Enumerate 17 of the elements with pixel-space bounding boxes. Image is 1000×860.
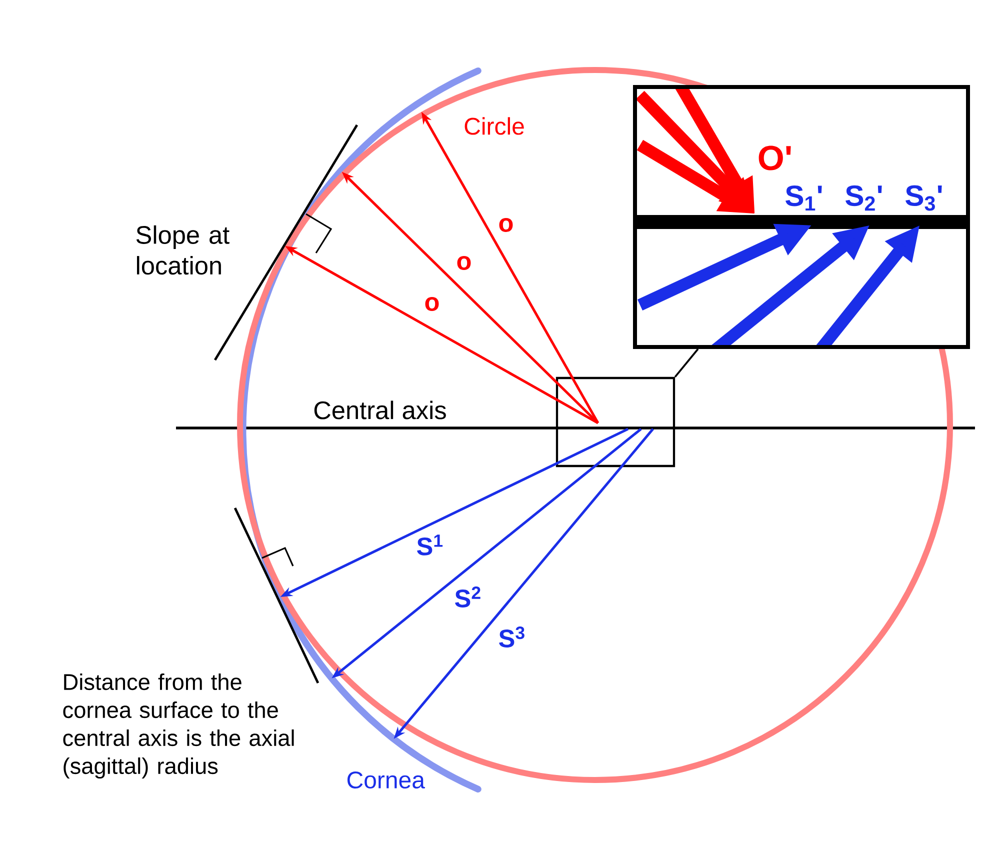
text-label: Distance from the cornea surface to the central axis is the axial (sagittal) radius [63, 673, 294, 779]
edge-label: o [457, 256, 471, 270]
edge-label: o [499, 218, 513, 232]
text-label: Slope at location [136, 225, 230, 275]
shape-label: S$_{3}$' [906, 185, 942, 211]
edge-label: S$^{1}$ [417, 534, 443, 556]
connector-line [674, 348, 699, 378]
edge-label: S$^{2}$ [455, 586, 480, 608]
zoom-box [556, 376, 676, 468]
shape-label: O' [758, 146, 791, 170]
shape-label: S$_{2}$' [846, 185, 882, 211]
text-label: Cornea [347, 771, 425, 788]
text-label: Central axis [314, 400, 446, 420]
shape-label: Circle [464, 117, 524, 135]
edge-label: o [425, 297, 439, 311]
shape-label: S$_{1}$' [786, 185, 822, 211]
edge-label: S$^{3}$ [499, 626, 524, 648]
